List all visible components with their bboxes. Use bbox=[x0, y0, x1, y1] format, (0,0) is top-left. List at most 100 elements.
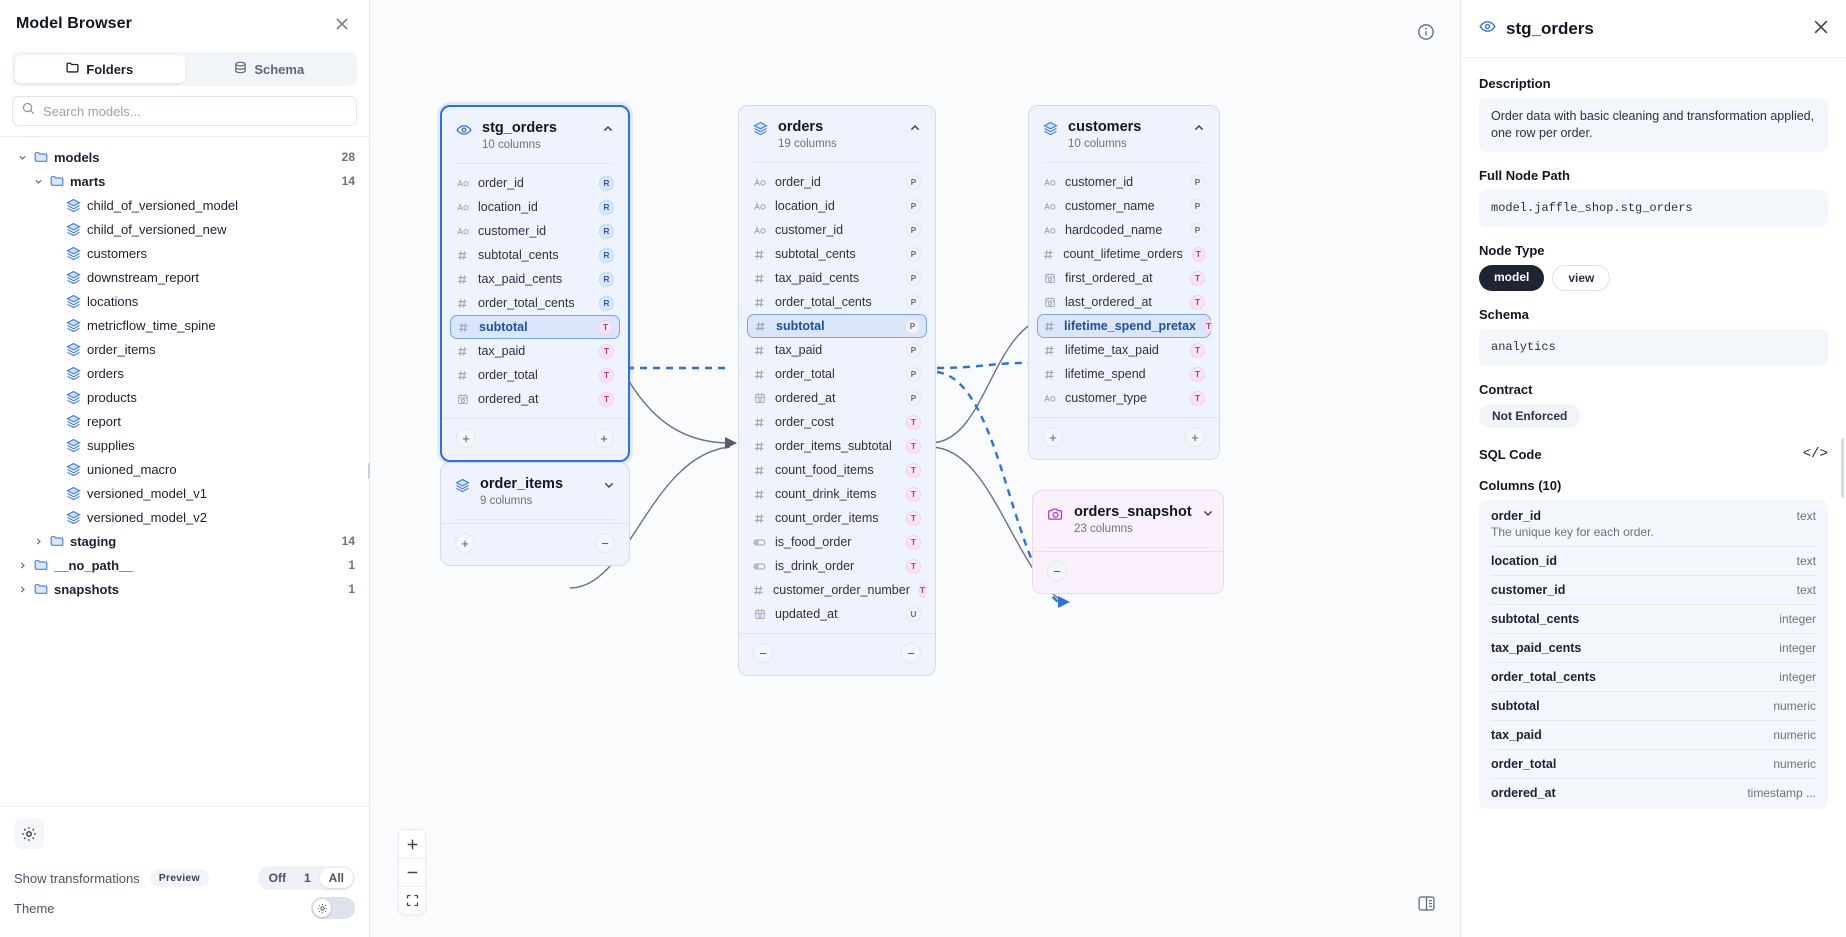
chevron-right-icon[interactable] bbox=[16, 561, 28, 570]
tree-item-metricflow-time-spine[interactable]: metricflow_time_spine bbox=[0, 313, 369, 337]
chevron-down-icon[interactable] bbox=[32, 177, 44, 186]
transformations-option-all[interactable]: All bbox=[319, 868, 353, 888]
node-type-view[interactable]: view bbox=[1552, 265, 1611, 291]
tree-item-customers[interactable]: customers bbox=[0, 241, 369, 265]
tree-item-orders[interactable]: orders bbox=[0, 361, 369, 385]
code-icon[interactable]: </> bbox=[1802, 446, 1828, 462]
gear-icon[interactable] bbox=[14, 819, 44, 849]
zoom-in-button[interactable] bbox=[399, 830, 425, 858]
close-icon[interactable] bbox=[1814, 19, 1828, 39]
close-icon[interactable] bbox=[331, 13, 353, 35]
fit-view-button[interactable] bbox=[399, 886, 425, 914]
expand-upstream-button[interactable]: + bbox=[455, 533, 475, 553]
chevron-up-icon[interactable] bbox=[1193, 122, 1205, 137]
expand-upstream-button[interactable]: − bbox=[1047, 561, 1067, 581]
expand-downstream-button[interactable]: − bbox=[595, 533, 615, 553]
chevron-down-icon[interactable] bbox=[1202, 507, 1214, 522]
chevron-up-icon[interactable] bbox=[909, 122, 921, 137]
info-icon[interactable] bbox=[1412, 18, 1440, 46]
chevron-right-icon[interactable] bbox=[32, 537, 44, 546]
tree-item-unioned-macro[interactable]: unioned_macro bbox=[0, 457, 369, 481]
tree-item-child-of-versioned-model[interactable]: child_of_versioned_model bbox=[0, 193, 369, 217]
chevron-up-icon[interactable] bbox=[602, 123, 614, 138]
expand-upstream-button[interactable]: + bbox=[1043, 427, 1063, 447]
tree-item-downstream-report[interactable]: downstream_report bbox=[0, 265, 369, 289]
tree-item-order-items[interactable]: order_items bbox=[0, 337, 369, 361]
search-box[interactable] bbox=[12, 96, 357, 126]
tree-item-report[interactable]: report bbox=[0, 409, 369, 433]
tree-item-versioned-model-v1[interactable]: versioned_model_v1 bbox=[0, 481, 369, 505]
expand-upstream-button[interactable]: + bbox=[456, 428, 476, 448]
tree-item---no-path--[interactable]: __no_path__1 bbox=[0, 553, 369, 577]
chevron-right-icon[interactable] bbox=[16, 585, 28, 594]
tree-item-products[interactable]: products bbox=[0, 385, 369, 409]
expand-downstream-button[interactable]: + bbox=[594, 428, 614, 448]
tab-folders[interactable]: Folders bbox=[15, 55, 185, 83]
theme-toggle[interactable] bbox=[311, 897, 355, 919]
tab-schema[interactable]: Schema bbox=[185, 55, 355, 83]
tree-item-versioned-model-v2[interactable]: versioned_model_v2 bbox=[0, 505, 369, 529]
tree-item-supplies[interactable]: supplies bbox=[0, 433, 369, 457]
chevron-down-icon[interactable] bbox=[16, 153, 28, 162]
tree-item-locations[interactable]: locations bbox=[0, 289, 369, 313]
expand-downstream-button[interactable]: + bbox=[1185, 427, 1205, 447]
node-type-model[interactable]: model bbox=[1479, 265, 1545, 291]
sidebar-resize-handle[interactable] bbox=[366, 460, 372, 482]
zoom-out-button[interactable] bbox=[399, 858, 425, 886]
expand-downstream-button[interactable]: − bbox=[901, 643, 921, 663]
chevron-down-icon[interactable] bbox=[603, 479, 615, 494]
search-input[interactable] bbox=[43, 103, 347, 119]
transformations-option-1[interactable]: 1 bbox=[303, 871, 311, 885]
expand-upstream-button[interactable]: − bbox=[753, 643, 773, 663]
legend-icon[interactable] bbox=[1412, 889, 1440, 917]
